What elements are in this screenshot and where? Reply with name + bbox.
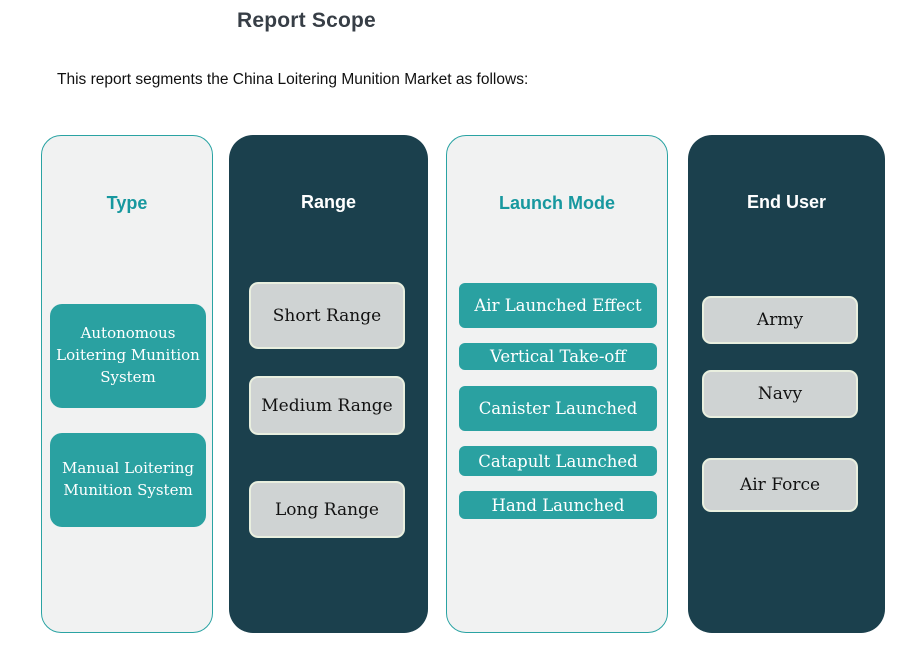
range-item-short: Short Range	[249, 282, 405, 349]
type-item-autonomous: Autonomous Loitering Munition System	[50, 304, 206, 408]
range-item-medium: Medium Range	[249, 376, 405, 435]
page-subtitle: This report segments the China Loitering…	[57, 71, 529, 88]
column-type: Type Autonomous Loitering Munition Syste…	[41, 135, 213, 633]
column-end-user: End User Army Navy Air Force	[688, 135, 885, 633]
launch-mode-item-vertical-take-off: Vertical Take-off	[459, 343, 657, 370]
launch-mode-item-hand-launched: Hand Launched	[459, 491, 657, 519]
type-item-manual: Manual Loitering Munition System	[50, 433, 206, 527]
column-end-user-header: End User	[746, 192, 827, 212]
page-title: Report Scope	[237, 9, 376, 32]
column-range-header: Range	[300, 192, 356, 212]
end-user-item-army: Army	[702, 296, 858, 344]
launch-mode-item-air-launched-effect: Air Launched Effect	[459, 283, 657, 328]
column-launch-mode: Launch Mode Air Launched Effect Vertical…	[446, 135, 668, 633]
launch-mode-item-canister-launched: Canister Launched	[459, 386, 657, 431]
column-type-header: Type	[106, 193, 148, 213]
column-range: Range Short Range Medium Range Long Rang…	[229, 135, 428, 633]
launch-mode-item-catapult-launched: Catapult Launched	[459, 446, 657, 476]
end-user-item-navy: Navy	[702, 370, 858, 418]
range-item-long: Long Range	[249, 481, 405, 538]
end-user-item-air-force: Air Force	[702, 458, 858, 512]
column-launch-mode-header: Launch Mode	[499, 193, 615, 213]
